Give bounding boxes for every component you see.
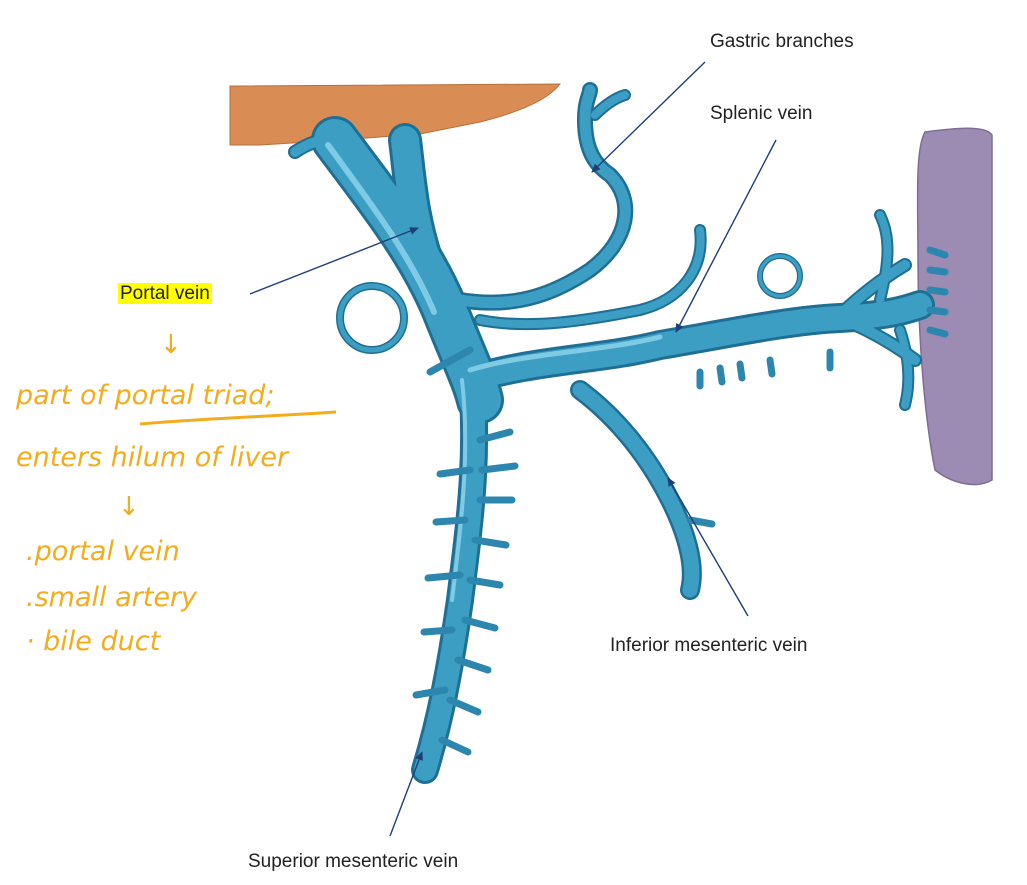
label-inferior-mesenteric-vein: Inferior mesenteric vein <box>610 635 808 656</box>
ring-right-inner <box>758 254 802 298</box>
note-underline <box>139 410 337 426</box>
pointer-inferior-mesenteric-vein <box>667 477 749 617</box>
label-portal-vein: Portal vein <box>118 282 212 306</box>
label-superior-mesenteric-vein: Superior mesenteric vein <box>248 851 459 872</box>
label-gastric-branches: Gastric branches <box>710 31 854 52</box>
note-item-small-artery: .small artery <box>26 582 198 613</box>
note-arrow-2: ↓ <box>118 492 140 522</box>
ring-left-inner <box>337 283 407 353</box>
note-line-1: part of portal triad; <box>16 380 275 412</box>
spleen-shape <box>916 127 993 486</box>
note-line-1-prefix: part of <box>16 380 115 411</box>
pointer-superior-mesenteric-vein <box>389 751 423 837</box>
note-line-1-underlined: portal triad; <box>114 380 275 411</box>
note-arrow-1: ↓ <box>160 330 182 360</box>
pointer-splenic-vein <box>675 139 777 333</box>
note-line-2: enters hilum of liver <box>16 442 289 473</box>
note-item-portal-vein: .portal vein <box>26 536 180 567</box>
pointer-gastric-branches <box>591 61 706 173</box>
pointer-portal-vein <box>249 227 419 295</box>
vein-tree <box>288 82 949 784</box>
note-item-bile-duct: · bile duct <box>26 626 161 657</box>
label-portal-vein-text: Portal vein <box>118 283 212 304</box>
label-splenic-vein: Splenic vein <box>710 103 813 124</box>
